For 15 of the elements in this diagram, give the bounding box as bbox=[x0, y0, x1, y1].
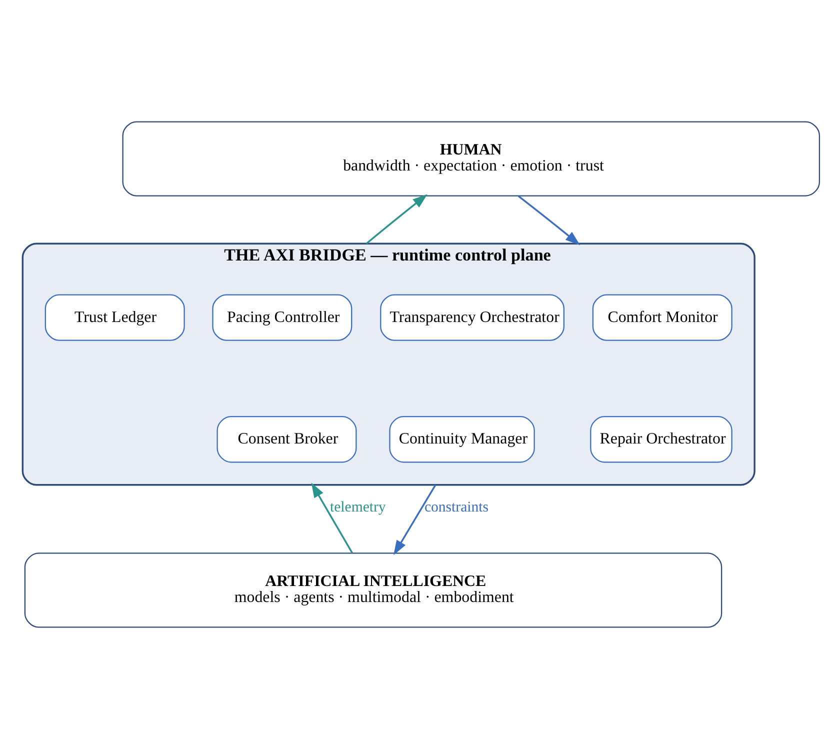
node-box: Pacing Controller bbox=[212, 294, 352, 341]
edge-label: telemetry bbox=[329, 500, 386, 516]
node-box: Trust Ledger bbox=[44, 294, 184, 341]
node-box: Continuity Manager bbox=[388, 416, 534, 463]
arrow bbox=[310, 482, 352, 554]
arrow bbox=[365, 194, 427, 244]
node-box: Repair Orchestrator bbox=[590, 416, 732, 463]
node-box: ARTIFICIAL INTELLIGENCE models · agents · multimodal · embodiment bbox=[24, 552, 722, 628]
arrow bbox=[517, 195, 580, 246]
edge-label: constraints bbox=[424, 500, 488, 516]
node-box: Transparency Orchestrator bbox=[380, 294, 564, 341]
arrow bbox=[393, 484, 436, 556]
node-box: Comfort Monitor bbox=[592, 294, 732, 341]
node-box: HUMAN bandwidth · expectation · emotion · trust bbox=[122, 121, 820, 196]
node-box: Consent Broker bbox=[216, 416, 356, 463]
